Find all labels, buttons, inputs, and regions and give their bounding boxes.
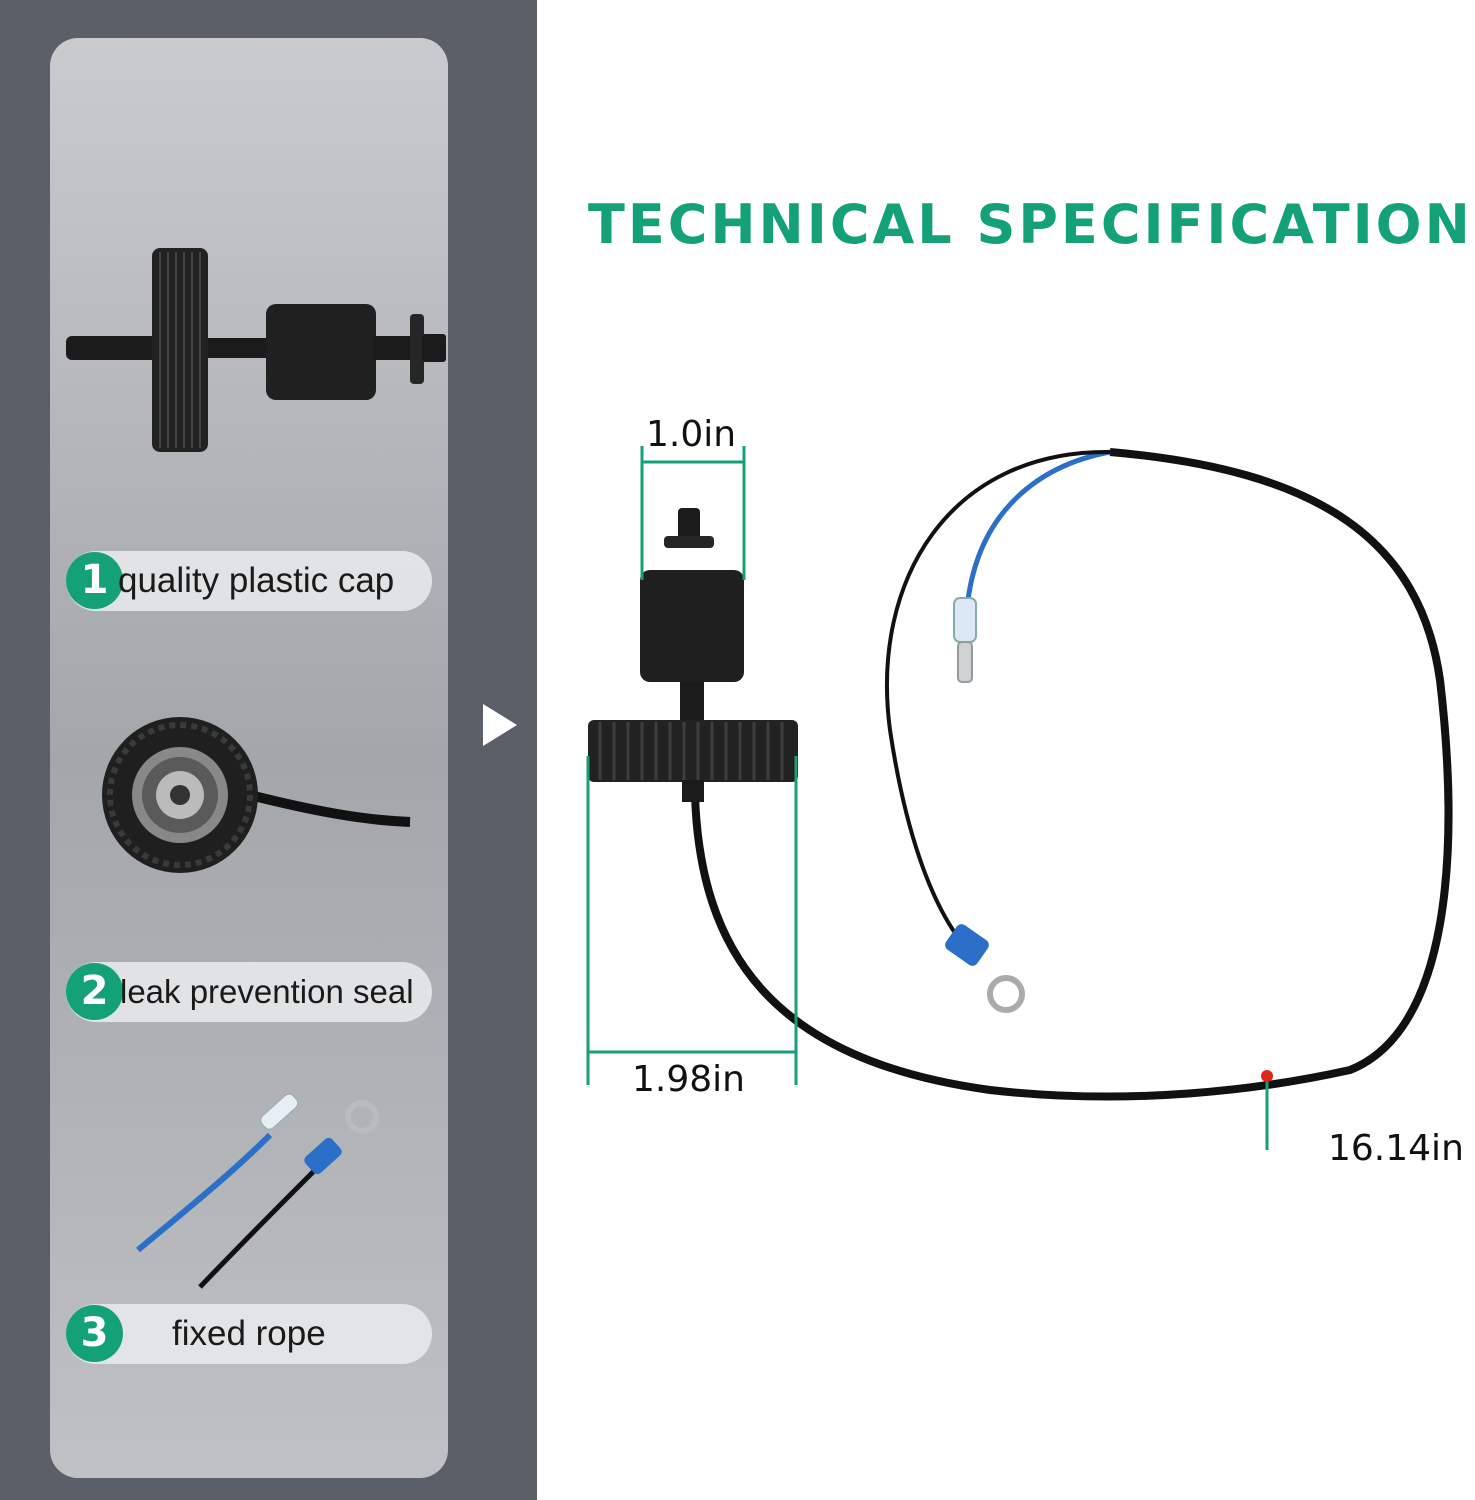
feature-number-badge: 2	[66, 963, 123, 1020]
feature-label: quality plastic cap	[118, 561, 395, 600]
feature-label: fixed rope	[172, 1314, 326, 1353]
main-cable	[691, 448, 1453, 1101]
feature-item-2: 2 leak prevention seal	[66, 962, 432, 1022]
feature-item-1: 1 quality plastic cap	[66, 551, 432, 611]
feature-label: leak prevention seal	[120, 973, 414, 1010]
feature-number-badge: 3	[66, 1305, 123, 1362]
feature-number-badge: 1	[66, 552, 123, 609]
base-width-label: 1.98in	[632, 1059, 745, 1100]
wire-terminals-image	[136, 1093, 379, 1289]
black-wire	[885, 449, 1111, 942]
top-width-label: 1.0in	[646, 414, 737, 455]
seal-front-view-image	[102, 717, 411, 873]
cable-length-label: 16.14in	[1328, 1128, 1464, 1169]
next-arrow-icon	[483, 704, 517, 746]
page-title: TECHNICAL SPECIFICATIONS	[588, 193, 1475, 256]
float-side-view-image	[66, 248, 446, 452]
blue-wire	[965, 449, 1111, 601]
feature-item-3: 3 fixed rope	[66, 1304, 432, 1364]
cable-length-marker	[1261, 1070, 1273, 1082]
product-diagram	[586, 446, 1453, 1150]
